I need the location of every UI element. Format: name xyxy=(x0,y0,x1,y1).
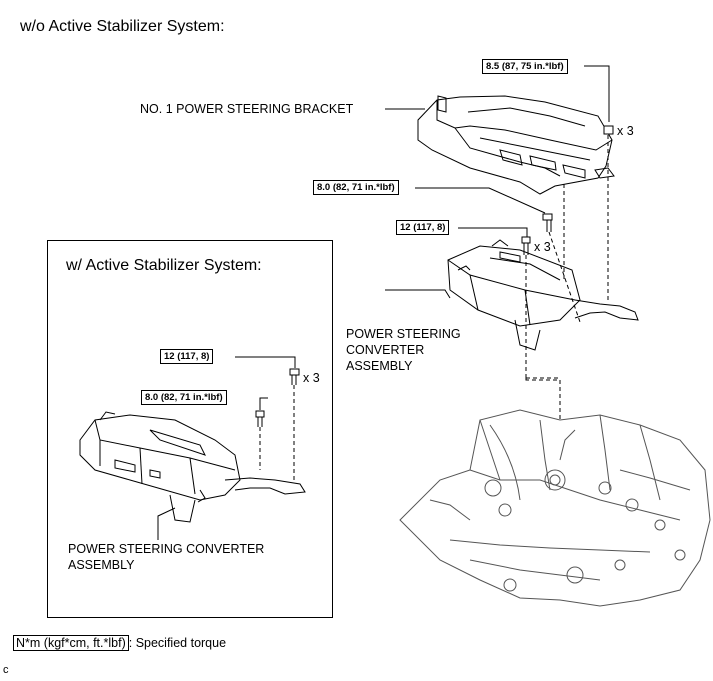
torque-legend-text: : Specified torque xyxy=(128,636,227,650)
figure-code: c xyxy=(3,664,9,676)
vehicle-floor-panel xyxy=(399,409,711,607)
power-steering-converter-main xyxy=(447,239,639,351)
torque-legend: N*m (kgf*cm, ft.*lbf): Specified torque xyxy=(13,635,227,651)
converter-label-line-2: CONVERTER xyxy=(346,343,425,357)
inset-torque-spec-small-bolt: 8.0 (82, 71 in.*lbf) xyxy=(141,390,227,405)
inset-with-active-stabilizer xyxy=(47,240,333,618)
power-steering-bracket xyxy=(417,95,615,195)
heading-with-active-stabilizer: w/ Active Stabilizer System: xyxy=(66,257,262,274)
inset-bolt-count: x 3 xyxy=(303,371,320,385)
torque-spec-nut: 8.5 (87, 75 in.*lbf) xyxy=(482,59,568,74)
torque-spec-bracket-bolt: 8.0 (82, 71 in.*lbf) xyxy=(313,180,399,195)
bolt-icon xyxy=(255,410,265,427)
torque-legend-unit: N*m (kgf*cm, ft.*lbf) xyxy=(13,635,129,651)
inset-torque-spec-bolt: 12 (117, 8) xyxy=(160,349,214,364)
nut-icon xyxy=(603,125,614,135)
bracket-label: NO. 1 POWER STEERING BRACKET xyxy=(140,102,354,116)
converter-label-line-3: ASSEMBLY xyxy=(346,359,413,373)
bolt-count: x 3 xyxy=(534,240,551,254)
converter-label-line-1: POWER STEERING xyxy=(346,327,461,341)
nut-count: x 3 xyxy=(617,124,634,138)
inset-converter-label-line-1: POWER STEERING CONVERTER xyxy=(68,542,265,556)
bolt-icon xyxy=(289,368,300,385)
torque-spec-converter-bolt: 12 (117, 8) xyxy=(396,220,450,235)
inset-converter-label-line-2: ASSEMBLY xyxy=(68,558,135,572)
bolt-icon xyxy=(521,236,531,255)
bolt-icon xyxy=(542,213,553,232)
power-steering-converter-inset xyxy=(79,411,306,523)
heading-without-active-stabilizer: w/o Active Stabilizer System: xyxy=(20,18,225,35)
